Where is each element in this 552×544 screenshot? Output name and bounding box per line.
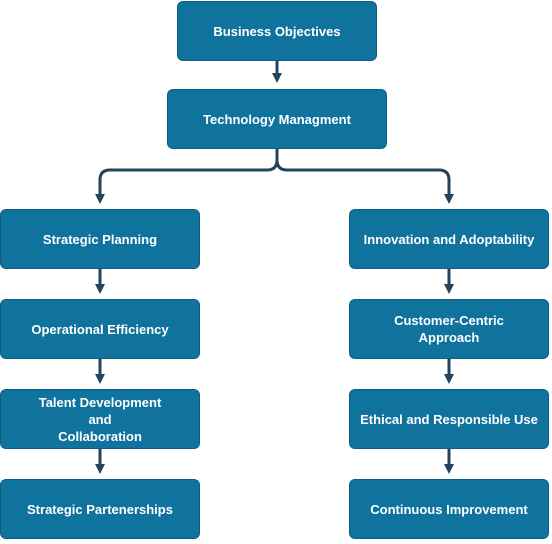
node-business-objectives[interactable]: Business Objectives [177,1,377,61]
node-ethical-use[interactable]: Ethical and Responsible Use [349,389,549,449]
node-strategic-partnerships[interactable]: Strategic Partenerships [0,479,200,539]
node-technology-management[interactable]: Technology Managment [167,89,387,149]
node-continuous-improvement[interactable]: Continuous Improvement [349,479,549,539]
node-talent-development[interactable]: Talent Development and Collaboration [0,389,200,449]
connector-management-to-strategic-planning [95,148,279,204]
node-operational-efficiency[interactable]: Operational Efficiency [0,299,200,359]
node-customer-centric[interactable]: Customer-Centric Approach [349,299,549,359]
node-innovation-adoptability[interactable]: Innovation and Adoptability [349,209,549,269]
connector-management-to-innovation [275,159,454,204]
node-strategic-planning[interactable]: Strategic Planning [0,209,200,269]
